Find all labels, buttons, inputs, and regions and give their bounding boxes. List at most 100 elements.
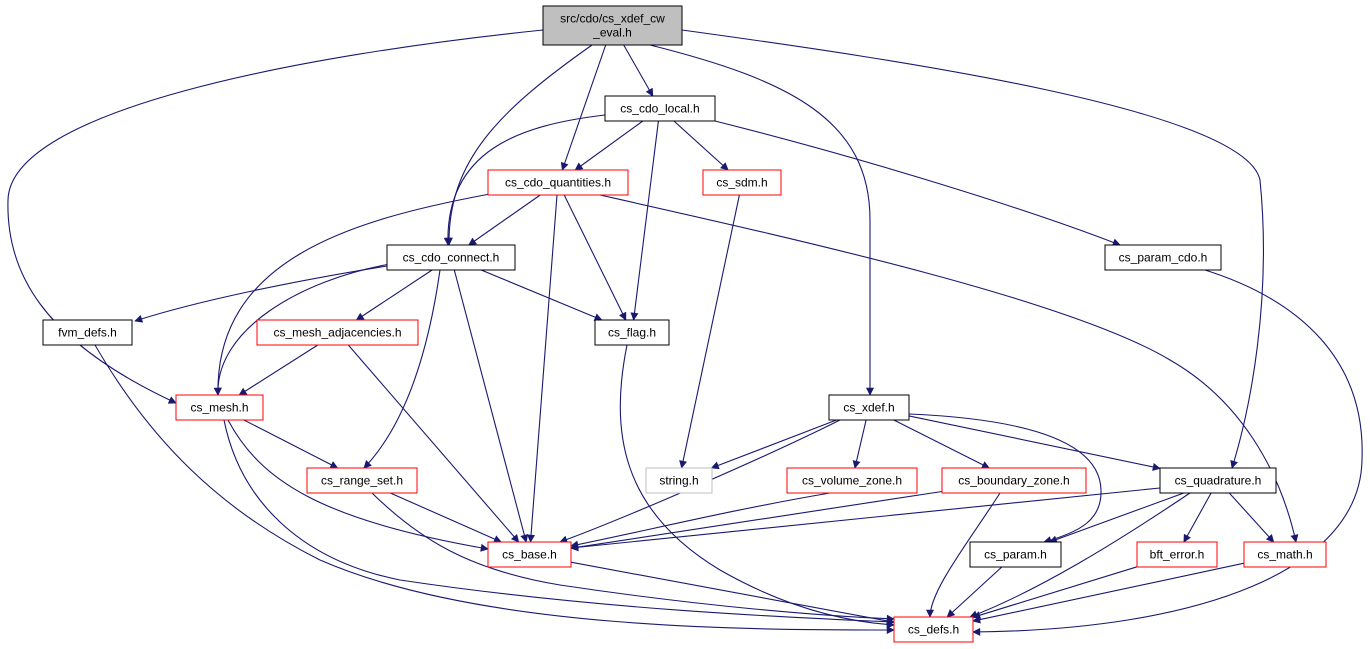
edge-flag-to-defs — [619, 344, 895, 629]
edge-range_set-to-defs — [371, 492, 895, 623]
edge-cdo_quantities-to-cdo_connect — [468, 194, 541, 246]
edge-cdo_connect-to-range_set — [363, 269, 441, 469]
node-bft-error[interactable]: bft_error.h — [1136, 541, 1218, 568]
nodes-layer: src/cdo/cs_xdef_cw_eval.h cs_cdo_local.hc… — [42, 5, 1327, 643]
node-box — [1243, 541, 1327, 568]
node-box — [893, 616, 974, 643]
node-box — [1104, 244, 1222, 271]
node-box — [941, 467, 1087, 494]
node-boundary-zone[interactable]: cs_boundary_zone.h — [941, 467, 1087, 494]
node-label: cs_sdm.h — [716, 176, 767, 190]
node-box — [786, 467, 918, 494]
node-math[interactable]: cs_math.h — [1243, 541, 1327, 568]
edge-fvm_defs-to-defs — [94, 344, 895, 634]
node-box — [386, 244, 516, 271]
node-box — [42, 319, 133, 346]
edge-cdo_local-to-flag — [630, 120, 659, 321]
node-box — [487, 169, 629, 196]
node-box — [487, 541, 572, 568]
edge-cdo_local-to-sdm — [673, 120, 729, 171]
node-box — [702, 169, 782, 196]
edge-param_cdo-to-defs — [972, 269, 1363, 636]
node-label: cs_mesh.h — [190, 401, 248, 415]
edges-layer — [7, 29, 1363, 636]
node-base[interactable]: cs_base.h — [487, 541, 572, 568]
node-box — [256, 319, 419, 346]
edge-cdo_local-to-cdo_quantities — [574, 120, 644, 171]
node-label: cs_param.h — [984, 548, 1047, 562]
edge-root-to-quadrature — [681, 29, 1264, 469]
edge-cdo_connect-to-mesh_adj — [355, 269, 433, 321]
edge-volume_zone-to-base — [570, 492, 831, 549]
node-label: cs_range_set.h — [321, 474, 403, 488]
node-box — [1136, 541, 1218, 568]
edge-cdo_quantities-to-flag — [563, 194, 627, 321]
node-param[interactable]: cs_param.h — [969, 541, 1062, 568]
edge-boundary_zone-to-defs — [926, 492, 1001, 618]
edge-quadrature-to-math — [1228, 492, 1275, 543]
node-label: cs_cdo_connect.h — [403, 251, 500, 265]
node-param-cdo[interactable]: cs_param_cdo.h — [1104, 244, 1222, 271]
node-quadrature[interactable]: cs_quadrature.h — [1159, 467, 1277, 494]
edge-quadrature-to-bft_error — [1183, 492, 1212, 543]
node-defs[interactable]: cs_defs.h — [893, 616, 974, 643]
node-label: cs_cdo_quantities.h — [505, 176, 611, 190]
edge-mesh-to-defs — [223, 419, 895, 626]
node-mesh[interactable]: cs_mesh.h — [175, 394, 264, 421]
edge-cdo_quantities-to-mesh — [213, 193, 491, 396]
edge-base-to-defs — [570, 561, 895, 625]
node-mesh-adj[interactable]: cs_mesh_adjacencies.h — [256, 319, 419, 346]
node-sdm[interactable]: cs_sdm.h — [702, 169, 782, 196]
edge-root-to-cdo_quantities — [560, 44, 607, 171]
node-label: cs_math.h — [1257, 548, 1312, 562]
edge-cdo_connect-to-mesh — [213, 263, 391, 396]
node-label: cs_quadrature.h — [1175, 474, 1262, 488]
edge-range_set-to-base — [390, 492, 502, 543]
edge-cdo_quantities-to-base — [527, 194, 558, 543]
edge-mesh_adj-to-mesh — [238, 344, 319, 396]
node-root[interactable]: src/cdo/cs_xdef_cw_eval.h — [542, 5, 683, 46]
node-cdo-quantities[interactable]: cs_cdo_quantities.h — [487, 169, 629, 196]
edge-quadrature-to-defs — [969, 492, 1191, 619]
node-label: cs_flag.h — [608, 326, 656, 340]
edge-cdo_local-to-param_cdo — [714, 120, 1121, 247]
edge-xdef-to-param — [908, 413, 1102, 544]
edge-sdm-to-string — [679, 194, 740, 469]
node-box — [1159, 467, 1277, 494]
node-label: cs_boundary_zone.h — [958, 474, 1069, 488]
node-label: cs_defs.h — [908, 623, 959, 637]
edge-quadrature-to-base — [570, 487, 1161, 552]
edge-xdef-to-string — [710, 419, 837, 470]
node-cdo-connect[interactable]: cs_cdo_connect.h — [386, 244, 516, 271]
node-xdef[interactable]: cs_xdef.h — [828, 394, 910, 421]
node-label: cs_xdef.h — [843, 401, 894, 415]
node-label: string.h — [659, 474, 698, 488]
node-box — [828, 394, 910, 421]
edge-math-to-defs — [972, 562, 1245, 624]
node-volume-zone[interactable]: cs_volume_zone.h — [786, 467, 918, 494]
node-cdo-local[interactable]: cs_cdo_local.h — [604, 95, 716, 122]
node-box — [175, 394, 264, 421]
node-box — [594, 319, 670, 346]
edge-cdo_connect-to-base — [453, 269, 529, 543]
edge-cdo_connect-to-flag — [480, 269, 603, 321]
edge-quadrature-to-param — [1048, 492, 1184, 544]
edge-xdef-to-quadrature — [908, 415, 1161, 471]
node-flag[interactable]: cs_flag.h — [594, 319, 670, 346]
node-box — [969, 541, 1062, 568]
node-box — [306, 467, 418, 494]
edge-root-to-mesh — [7, 29, 544, 404]
edge-cdo_quantities-to-math — [599, 194, 1299, 543]
node-label: fvm_defs.h — [58, 326, 117, 340]
edge-mesh_adj-to-base — [347, 344, 520, 543]
edge-root-to-cdo_local — [623, 44, 654, 97]
edge-mesh-to-base — [227, 419, 489, 552]
edge-cdo_local-to-cdo_connect — [443, 114, 606, 246]
node-box — [604, 95, 716, 122]
edge-boundary_zone-to-base — [570, 490, 943, 552]
node-range-set[interactable]: cs_range_set.h — [306, 467, 418, 494]
edge-cdo_connect-to-fvm_defs — [134, 265, 388, 323]
node-fvm-defs[interactable]: fvm_defs.h — [42, 319, 133, 346]
node-string[interactable]: string.h — [645, 467, 713, 494]
